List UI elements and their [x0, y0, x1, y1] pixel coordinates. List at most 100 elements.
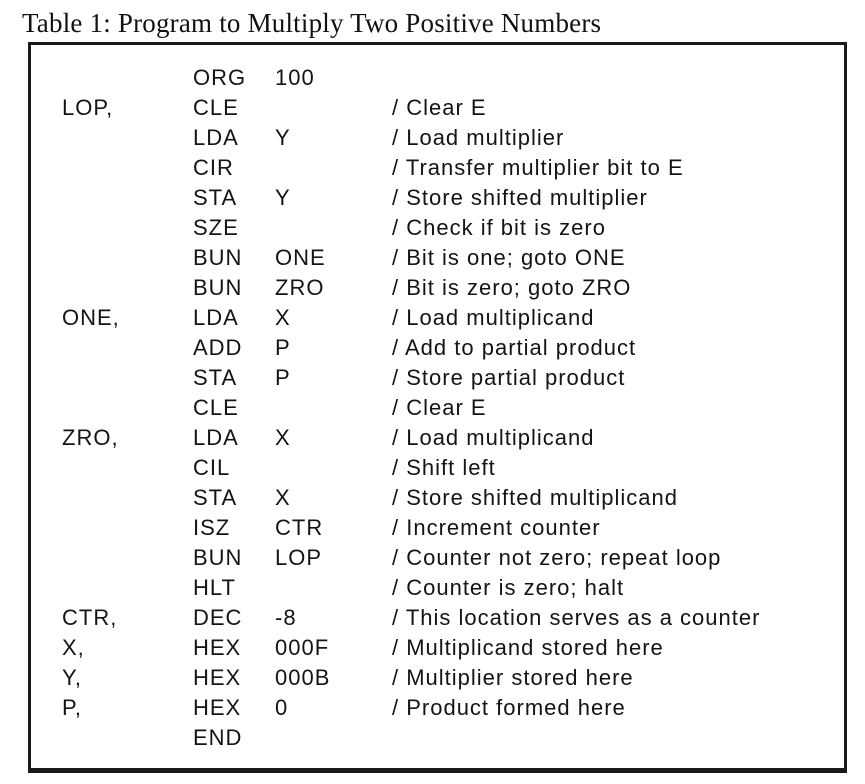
code-comment: / Counter is zero; halt	[392, 575, 625, 600]
code-row: CLE / Clear E	[62, 393, 838, 423]
code-operand: 0	[275, 695, 289, 720]
code-row: ADD P / Add to partial product	[62, 333, 838, 363]
code-comment: / Add to partial product	[392, 335, 637, 360]
code-label: P,	[62, 695, 82, 720]
code-comment: / Load multiplicand	[392, 425, 595, 450]
code-opcode: BUN	[193, 245, 243, 270]
code-opcode: DEC	[193, 605, 243, 630]
code-opcode: STA	[193, 185, 238, 210]
code-operand	[275, 453, 392, 483]
code-comment: / Clear E	[392, 395, 487, 420]
code-opcode: LDA	[193, 125, 239, 150]
code-row: BUN ONE / Bit is one; goto ONE	[62, 243, 838, 273]
code-operand: P	[275, 365, 291, 390]
code-row: ONE, LDA X / Load multiplicand	[62, 303, 838, 333]
code-opcode: STA	[193, 365, 238, 390]
program-listing-box: ORG 100 LOP, CLE / Clear E LDA Y / Load …	[28, 42, 847, 773]
code-label	[62, 393, 193, 423]
code-operand: X	[275, 485, 291, 510]
code-opcode: SZE	[193, 215, 239, 240]
code-comment: / Multiplier stored here	[392, 665, 634, 690]
code-label	[62, 363, 193, 393]
code-label	[62, 213, 193, 243]
code-opcode: LDA	[193, 305, 239, 330]
code-label	[62, 123, 193, 153]
code-comment: / Store shifted multiplier	[392, 185, 648, 210]
code-opcode: END	[193, 725, 243, 750]
code-comment: / Multiplicand stored here	[392, 635, 664, 660]
code-opcode: HLT	[193, 575, 236, 600]
code-operand: ONE	[275, 245, 326, 270]
code-row: BUN ZRO / Bit is zero; goto ZRO	[62, 273, 838, 303]
code-row: HLT / Counter is zero; halt	[62, 573, 838, 603]
code-comment: / Load multiplicand	[392, 305, 595, 330]
code-operand: CTR	[275, 515, 324, 540]
code-opcode: LDA	[193, 425, 239, 450]
code-label	[62, 333, 193, 363]
code-comment	[392, 723, 838, 753]
code-operand: 000B	[275, 665, 331, 690]
code-operand: P	[275, 335, 291, 360]
code-operand: -8	[275, 605, 297, 630]
code-opcode: BUN	[193, 275, 243, 300]
code-row: LOP, CLE / Clear E	[62, 93, 838, 123]
code-label: ZRO,	[62, 425, 119, 450]
code-comment: / This location serves as a counter	[392, 605, 761, 630]
code-label: X,	[62, 635, 85, 660]
code-comment	[392, 63, 838, 93]
code-label: ONE,	[62, 305, 120, 330]
code-label	[62, 513, 193, 543]
code-label	[62, 183, 193, 213]
code-opcode: ADD	[193, 335, 243, 360]
code-comment: / Bit is one; goto ONE	[392, 245, 626, 270]
code-operand	[275, 93, 392, 123]
code-opcode: ORG	[193, 65, 247, 90]
code-label: Y,	[62, 665, 82, 690]
code-opcode: BUN	[193, 545, 243, 570]
code-comment: / Load multiplier	[392, 125, 565, 150]
code-row: STA Y / Store shifted multiplier	[62, 183, 838, 213]
code-operand: X	[275, 425, 291, 450]
code-opcode: STA	[193, 485, 238, 510]
code-row: ZRO, LDA X / Load multiplicand	[62, 423, 838, 453]
code-row: STA P / Store partial product	[62, 363, 838, 393]
code-operand: LOP	[275, 545, 323, 570]
code-comment: / Clear E	[392, 95, 487, 120]
code-opcode: ISZ	[193, 515, 231, 540]
code-comment: / Transfer multiplier bit to E	[392, 155, 684, 180]
code-comment: / Bit is zero; goto ZRO	[392, 275, 632, 300]
code-opcode: CIR	[193, 155, 234, 180]
code-row: X, HEX 000F / Multiplicand stored here	[62, 633, 838, 663]
code-operand: X	[275, 305, 291, 330]
code-label	[62, 153, 193, 183]
code-row: ORG 100	[62, 63, 838, 93]
code-operand: Y	[275, 185, 291, 210]
code-label	[62, 573, 193, 603]
code-row: LDA Y / Load multiplier	[62, 123, 838, 153]
code-opcode: CLE	[193, 395, 239, 420]
code-opcode: CLE	[193, 95, 239, 120]
code-label	[62, 63, 193, 93]
code-label	[62, 723, 193, 753]
code-row: CIR / Transfer multiplier bit to E	[62, 153, 838, 183]
code-row: STA X / Store shifted multiplicand	[62, 483, 838, 513]
code-row: CIL / Shift left	[62, 453, 838, 483]
code-opcode: CIL	[193, 455, 231, 480]
code-label: CTR,	[62, 605, 118, 630]
code-label: LOP,	[62, 95, 114, 120]
code-label	[62, 273, 193, 303]
code-row: END	[62, 723, 838, 753]
code-opcode: HEX	[193, 695, 242, 720]
code-operand: 100	[275, 65, 315, 90]
code-operand	[275, 213, 392, 243]
code-operand: ZRO	[275, 275, 325, 300]
code-comment: / Product formed here	[392, 695, 626, 720]
code-comment: / Check if bit is zero	[392, 215, 606, 240]
code-operand	[275, 723, 392, 753]
code-comment: / Shift left	[392, 455, 496, 480]
code-row: CTR, DEC -8 / This location serves as a …	[62, 603, 838, 633]
code-row: SZE / Check if bit is zero	[62, 213, 838, 243]
code-operand	[275, 393, 392, 423]
code-label	[62, 453, 193, 483]
code-operand	[275, 153, 392, 183]
